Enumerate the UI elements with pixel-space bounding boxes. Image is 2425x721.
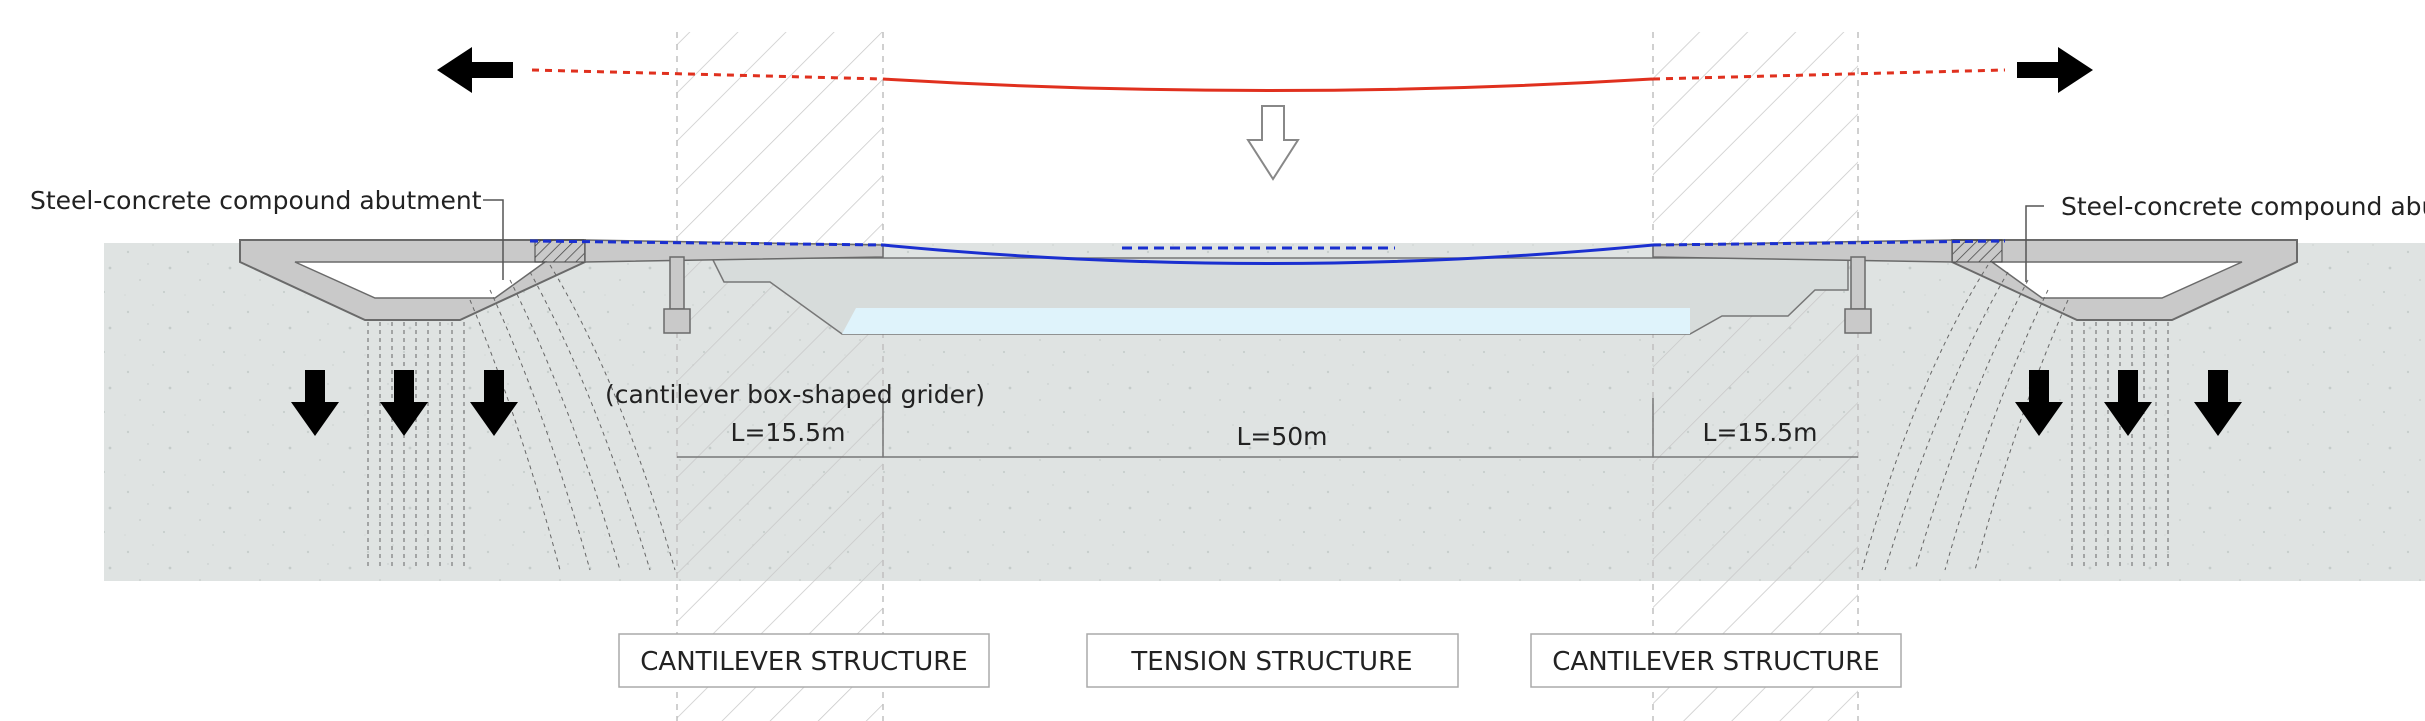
abutment-right-hatch [1949, 239, 2003, 263]
abutment-label-left: Steel-concrete compound abutment [30, 186, 482, 215]
arrow-horizontal-icon-left [437, 47, 513, 93]
girder-note: (cantilever box-shaped grider) [605, 380, 985, 409]
structure-box-right-label: CANTILEVER STRUCTURE [1552, 647, 1879, 677]
foundation-lines-right [1861, 264, 2169, 571]
structure-box-left-label: CANTILEVER STRUCTURE [640, 647, 967, 677]
cantilever-zone-left [677, 32, 883, 721]
arrow-down-icon [2015, 370, 2063, 436]
ground-reaction-arrows-right [2015, 370, 2242, 436]
leader-line-right [2025, 205, 2044, 282]
arrow-horizontal-icon-right [2017, 47, 2093, 93]
dimension-lines [677, 398, 1858, 458]
cantilever-zone-right [1653, 32, 1858, 721]
structure-box-left: CANTILEVER STRUCTURE [618, 633, 990, 688]
arrow-down-outline-icon [1246, 105, 1300, 181]
span-label-left: L=15.5m [731, 418, 846, 447]
abutment-left-hatch [534, 239, 588, 263]
tension-line [531, 68, 2006, 92]
leader-line-left [483, 199, 504, 280]
structure-box-right: CANTILEVER STRUCTURE [1530, 633, 1902, 688]
ground-reaction-arrows-left [291, 370, 518, 436]
water-surface [842, 308, 1690, 334]
arrow-down-icon [2104, 370, 2152, 436]
arrow-down-icon [2194, 370, 2242, 436]
arrow-down-icon [470, 370, 518, 436]
abutment-right-void [1989, 261, 2243, 299]
structure-box-center: TENSION STRUCTURE [1086, 633, 1459, 688]
deck-line [529, 239, 2006, 265]
structure-box-center-label: TENSION STRUCTURE [1130, 647, 1412, 677]
pier-right [1844, 256, 1872, 334]
foundation-lines-left [367, 264, 676, 571]
abutment-label-right: Steel-concrete compound abutment [2061, 192, 2425, 221]
span-label-right: L=15.5m [1703, 418, 1818, 447]
arrow-down-icon [380, 370, 428, 436]
arrow-down-icon [291, 370, 339, 436]
span-label-center: L=50m [1236, 422, 1327, 451]
pier-left [663, 256, 691, 334]
abutment-left-void [294, 261, 548, 299]
